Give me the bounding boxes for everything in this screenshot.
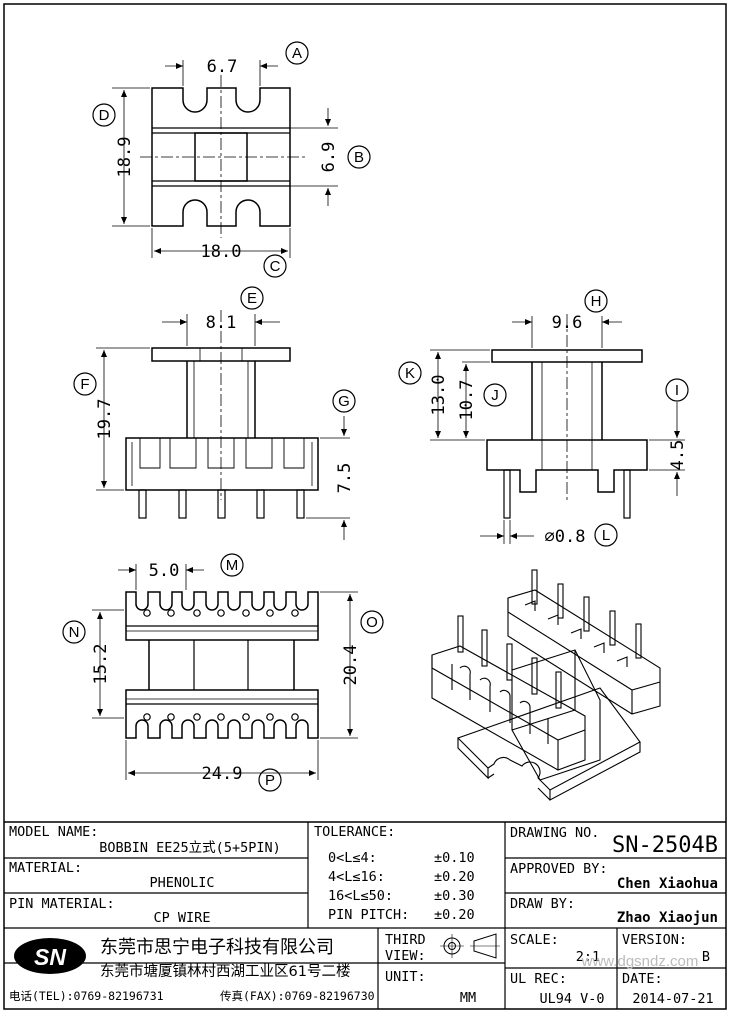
dim-o: 20.4 O [320, 591, 384, 739]
company-tel: 电话(TEL):0769-82196731 [9, 989, 164, 1003]
dim-c: 18.0 C [151, 228, 291, 278]
draw-label: DRAW BY: [510, 896, 575, 912]
pin-material-value: CP WIRE [154, 910, 211, 926]
company-fax: 传真(FAX):0769-82196730 [220, 989, 375, 1003]
dim-a-letter: A [292, 45, 302, 62]
company-logo [14, 938, 86, 974]
dim-e-value: 8.1 [206, 313, 237, 333]
dim-k: 13.0 K [398, 349, 490, 441]
tolerance-range-0: 0<L≤4: [328, 850, 377, 866]
ul-value: UL94 V-0 [539, 991, 604, 1007]
dim-i-letter: I [675, 382, 679, 399]
dim-c-value: 18.0 [201, 242, 242, 262]
dim-p-letter: P [265, 772, 275, 789]
dim-a-value: 6.7 [207, 57, 238, 77]
tolerance-value-3: ±0.20 [434, 907, 475, 923]
dim-l-letter: L [602, 527, 610, 544]
ul-label: UL REC: [510, 971, 567, 987]
dim-i-value: 4.5 [668, 440, 688, 471]
front-view [125, 310, 319, 519]
dim-b-letter: B [354, 149, 364, 166]
dim-o-letter: O [366, 614, 378, 631]
company-name: 东莞市思宁电子科技有限公司 [100, 937, 334, 958]
dim-f-letter: F [80, 376, 89, 393]
dim-h: 9.6 H [512, 289, 622, 348]
title-block-text: MODEL NAME: BOBBIN EE25立式(5+5PIN) MATERI… [9, 824, 718, 1007]
sheet-border [3, 3, 727, 1010]
top-view [140, 75, 305, 238]
dim-b: 6.9 B [250, 108, 371, 206]
dim-i: 4.5 I [649, 378, 689, 496]
tolerance-label: TOLERANCE: [314, 824, 395, 840]
dim-n-letter: N [69, 624, 80, 641]
dim-o-value: 20.4 [341, 645, 361, 686]
approved-label: APPROVED BY: [510, 861, 608, 877]
dim-h-letter: H [591, 293, 602, 310]
third-view-label-2: VIEW: [385, 948, 426, 964]
tolerance-value-2: ±0.30 [434, 888, 475, 904]
pin-material-label: PIN MATERIAL: [9, 896, 115, 912]
dim-d: 18.9 D [92, 87, 150, 227]
dim-g: 7.5 G [306, 389, 356, 540]
bottom-view [125, 591, 319, 739]
date-value: 2014-07-21 [632, 991, 713, 1007]
version-value: B [702, 949, 710, 965]
version-label: VERSION: [622, 932, 687, 948]
dim-l-value: ⌀0.8 [545, 527, 586, 547]
dim-j: 10.7 J [457, 361, 507, 438]
dim-g-letter: G [338, 393, 350, 410]
drawing-no-label: DRAWING NO. [510, 825, 599, 841]
unit-value: MM [460, 990, 476, 1006]
dim-d-value: 18.9 [115, 137, 135, 178]
dim-l: ⌀0.8 L [480, 520, 618, 547]
scale-label: SCALE: [510, 932, 559, 948]
dim-n-value: 15.2 [91, 644, 111, 685]
dim-p-value: 24.9 [202, 764, 243, 784]
approved-value: Chen Xiaohua [617, 876, 718, 892]
tolerance-value-1: ±0.20 [434, 869, 475, 885]
dim-n: 15.2 N [62, 609, 124, 719]
dim-m: 5.0 M [118, 553, 244, 590]
dim-e: 8.1 E [162, 286, 280, 346]
logo-text: SN [34, 944, 66, 970]
unit-label: UNIT: [385, 969, 426, 985]
dim-f-value: 19.7 [95, 399, 115, 440]
dim-m-letter: M [226, 557, 239, 574]
third-angle-symbol [440, 933, 500, 959]
dim-c-letter: C [270, 258, 281, 275]
dim-h-value: 9.6 [552, 313, 583, 333]
dim-a: 6.7 A [165, 41, 309, 86]
date-label: DATE: [622, 971, 663, 987]
company-address: 东莞市塘厦镇林村西湖工业区61号二楼 [100, 963, 350, 980]
dim-p: 24.9 P [125, 740, 319, 792]
tolerance-range-3: PIN PITCH: [328, 907, 409, 923]
tolerance-range-2: 16<L≤50: [328, 888, 393, 904]
dim-j-letter: J [491, 387, 499, 404]
dim-e-letter: E [247, 290, 257, 307]
scale-value: 2:1 [576, 949, 600, 965]
dim-m-value: 5.0 [149, 561, 180, 581]
dim-b-value: 6.9 [319, 142, 339, 173]
tolerance-value-0: ±0.10 [434, 850, 475, 866]
dim-k-letter: K [405, 365, 415, 382]
isometric-view [431, 569, 661, 801]
material-value: PHENOLIC [149, 875, 214, 891]
model-label: MODEL NAME: [9, 824, 98, 840]
dim-g-value: 7.5 [335, 463, 355, 494]
draw-value: Zhao Xiaojun [617, 910, 718, 926]
dim-f: 19.7 F [73, 347, 150, 491]
dim-j-value: 10.7 [457, 380, 477, 421]
dim-k-value: 13.0 [429, 375, 449, 416]
watermark: www.dgsndz.com [581, 953, 699, 970]
material-label: MATERIAL: [9, 860, 82, 876]
third-view-label: THIRD [385, 932, 426, 948]
dim-d-letter: D [99, 107, 110, 124]
tolerance-range-1: 4<L≤16: [328, 869, 385, 885]
drawing-no-value: SN-2504B [612, 833, 718, 858]
side-view [486, 314, 648, 519]
model-value: BOBBIN EE25立式(5+5PIN) [99, 840, 280, 856]
title-block [4, 821, 726, 1009]
